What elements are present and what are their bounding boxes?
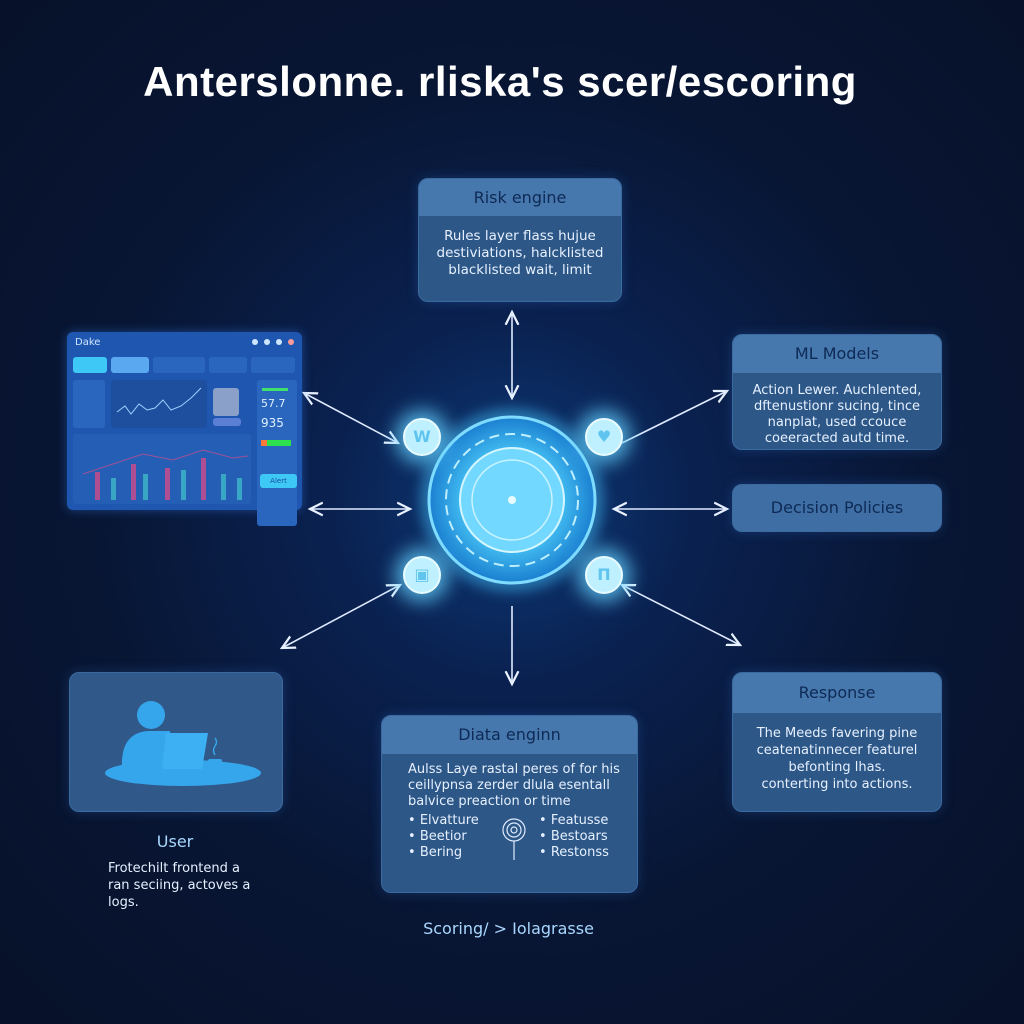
dashboard-line-chart bbox=[111, 380, 207, 428]
dashboard-brand: Dake bbox=[75, 337, 101, 348]
document-node-icon: ▣ bbox=[403, 556, 441, 594]
data-engine-line: balvice preaction or time bbox=[408, 794, 571, 809]
user-line: Frotechilt frontend a bbox=[108, 861, 240, 876]
dashboard-display-number: 935 bbox=[261, 416, 284, 430]
decision-policies-box: Decision Policies bbox=[732, 484, 942, 532]
ml-models-line: coeeracted autd time. bbox=[764, 431, 910, 446]
ml-models-line: Action Lewer. Auchlented, bbox=[752, 383, 922, 398]
risk-engine-line: Rules layer flass hujue bbox=[444, 228, 596, 244]
ml-models-box: ML Models Action Lewer. Auchlented, dfte… bbox=[732, 334, 942, 450]
arrow-hub-ml bbox=[621, 391, 727, 444]
scoring-caption: Scoring/ > Iolagrasse bbox=[423, 919, 594, 938]
data-engine-list-left: • Elvatture • Beetior • Bering bbox=[408, 813, 479, 860]
risk-engine-box: Risk engine Rules layer flass hujue dest… bbox=[418, 178, 622, 302]
dashboard-stats-panel: 57.7 935 Alert bbox=[257, 380, 297, 526]
dashboard-tab[interactable] bbox=[251, 357, 295, 373]
data-engine-box: Diata enginn Aulss Laye rastal peres of … bbox=[381, 715, 638, 893]
user-at-laptop-icon bbox=[105, 701, 261, 786]
ml-models-header: ML Models bbox=[733, 335, 941, 373]
data-engine-list-right: • Featusse • Bestoars • Restonss bbox=[539, 813, 609, 860]
arrow-hub-response bbox=[622, 585, 740, 645]
list-item: Bestoars bbox=[550, 829, 608, 844]
list-item: Beetior bbox=[419, 829, 467, 844]
risk-engine-line: blacklisted wait, limit bbox=[448, 262, 592, 278]
dashboard-stat: 57.7 bbox=[261, 397, 286, 410]
dashboard-tab[interactable] bbox=[73, 357, 107, 373]
page-title: Anterslonne. rliska's scer/escoring bbox=[143, 58, 857, 105]
response-line: befonting lhas. bbox=[788, 760, 886, 775]
data-engine-line: Aulss Laye rastal peres of for his bbox=[408, 762, 620, 777]
arrow-dash-hub bbox=[304, 393, 398, 443]
dashboard-bar-chart bbox=[73, 434, 251, 504]
ml-models-line: dftenustionr sucing, tince bbox=[754, 399, 920, 414]
shield-node-icon: ♥ bbox=[585, 418, 623, 456]
dashboard-tab[interactable] bbox=[153, 357, 205, 373]
risk-scoring-hub-icon bbox=[420, 408, 604, 592]
arrow-user-hub bbox=[282, 585, 400, 648]
decision-policies-header: Decision Policies bbox=[770, 498, 904, 517]
response-line: conterting into actions. bbox=[761, 777, 913, 792]
list-item: Featusse bbox=[550, 813, 609, 828]
dashboard-sidebar bbox=[73, 380, 105, 428]
dashboard-window-icons bbox=[252, 339, 294, 345]
dashboard-qr-code bbox=[213, 388, 239, 416]
ml-models-line: nanplat, used ccouce bbox=[767, 415, 907, 430]
response-header: Response bbox=[733, 673, 941, 713]
user-box bbox=[69, 672, 283, 812]
rules-node-icon: Π bbox=[585, 556, 623, 594]
fingerprint-node-icon: W bbox=[403, 418, 441, 456]
list-item: Elvatture bbox=[419, 813, 479, 828]
user-description: Frotechilt frontend a ran seciing, actov… bbox=[108, 860, 250, 911]
risk-engine-header: Risk engine bbox=[419, 179, 621, 216]
dashboard-tab[interactable] bbox=[209, 357, 247, 373]
dashboard-screenshot: Dake 57.7 935 Alert bbox=[67, 332, 302, 526]
user-line: logs. bbox=[108, 895, 139, 910]
list-item: Bering bbox=[419, 845, 463, 860]
fingerprint-icon bbox=[502, 818, 526, 860]
data-engine-header: Diata enginn bbox=[382, 716, 637, 754]
response-box: Response The Meeds favering pine ceatena… bbox=[732, 672, 942, 812]
user-line: ran seciing, actoves a bbox=[108, 878, 251, 893]
dashboard-label bbox=[213, 418, 241, 426]
dashboard-alert-button[interactable]: Alert bbox=[260, 474, 297, 488]
dashboard-tab[interactable] bbox=[111, 357, 149, 373]
data-engine-line: ceillypnsa zerder dlula esentall bbox=[408, 778, 610, 793]
risk-engine-line: destiviations, halcklisted bbox=[436, 245, 604, 261]
user-label: User bbox=[156, 832, 194, 851]
response-line: The Meeds favering pine bbox=[756, 726, 918, 741]
list-item: Restonss bbox=[550, 845, 609, 860]
response-line: ceatenatinnecer featurel bbox=[756, 743, 918, 758]
